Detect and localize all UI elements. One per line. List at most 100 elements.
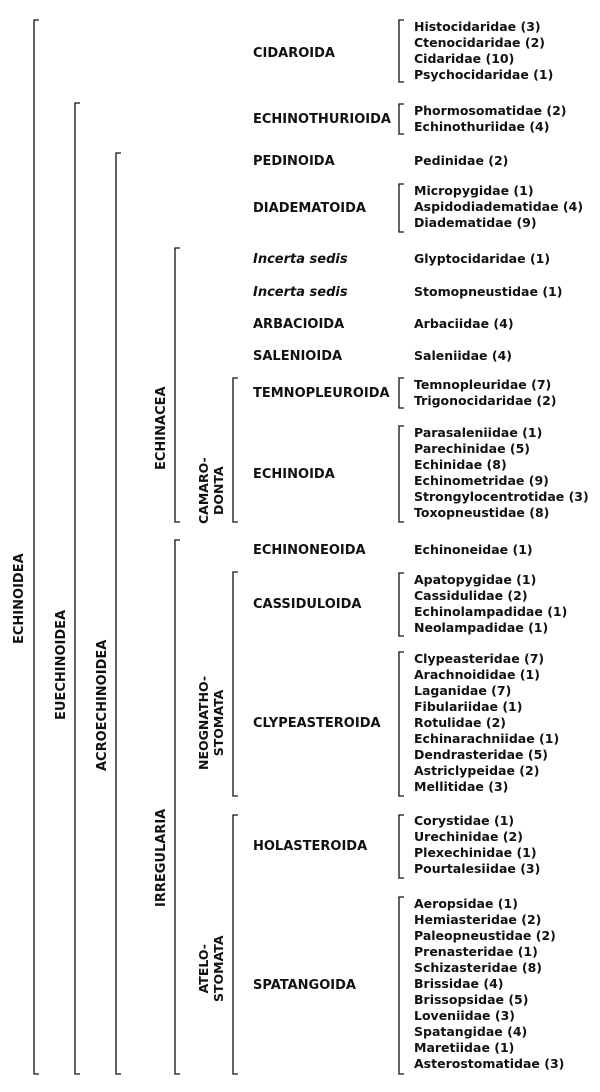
family-item: Toxopneustidae (8)	[414, 505, 550, 520]
family-item: Stomopneustidae (1)	[414, 284, 563, 299]
bracket	[115, 152, 121, 1075]
family-item: Rotulidae (2)	[414, 715, 506, 730]
family-item: Psychocidaridae (1)	[414, 67, 554, 82]
rank-neognathostomata-line1: NEOGNATHO-	[196, 675, 211, 770]
bracket	[174, 539, 180, 1075]
family-list: Aeropsidae (1)Hemiasteridae (2)Paleopneu…	[414, 896, 564, 1072]
order-name: SALENIOIDA	[253, 349, 343, 364]
family-item: Strongylocentrotidae (3)	[414, 489, 589, 504]
bracket	[74, 102, 80, 1075]
family-item: Urechinidae (2)	[414, 829, 523, 844]
family-item: Parasaleniidae (1)	[414, 425, 543, 440]
bracket	[398, 896, 404, 1075]
bracket	[398, 183, 404, 233]
family-item: Echinoneidae (1)	[414, 542, 533, 557]
order-name: PEDINOIDA	[253, 154, 335, 169]
family-item: Apatopygidae (1)	[414, 572, 537, 587]
family-item: Hemiasteridae (2)	[414, 912, 542, 927]
order-name: CLYPEASTEROIDA	[253, 716, 381, 731]
bracket	[398, 19, 404, 83]
rank-echinoidea: ECHINOIDEA	[12, 552, 27, 644]
rank-irregularia: IRREGULARIA	[154, 808, 169, 907]
family-list: Pedinidae (2)	[414, 153, 508, 169]
family-list: Clypeasteridae (7)Arachnoididae (1)Lagan…	[414, 651, 559, 795]
family-item: Diadematidae (9)	[414, 215, 537, 230]
order-name: ECHINONEOIDA	[253, 543, 366, 558]
family-item: Cidaridae (10)	[414, 51, 515, 66]
family-item: Paleopneustidae (2)	[414, 928, 556, 943]
family-list: Arbaciidae (4)	[414, 316, 514, 332]
family-item: Corystidae (1)	[414, 813, 515, 828]
family-list: Echinoneidae (1)	[414, 542, 533, 558]
rank-euechinoidea: EUECHINOIDEA	[54, 609, 69, 720]
family-item: Clypeasteridae (7)	[414, 651, 545, 666]
order-name: CIDAROIDA	[253, 46, 335, 61]
family-item: Dendrasteridae (5)	[414, 747, 548, 762]
family-item: Echinometridae (9)	[414, 473, 549, 488]
family-list: Histocidaridae (3)Ctenocidaridae (2)Cida…	[414, 19, 553, 83]
rank-camarodonta-line1: CAMARO-	[196, 456, 211, 524]
order-name: ARBACIOIDA	[253, 317, 345, 332]
family-item: Cassidulidae (2)	[414, 588, 528, 603]
family-item: Parechinidae (5)	[414, 441, 531, 456]
bracket	[398, 425, 404, 523]
rank-atelostomata-line2: STOMATA	[211, 934, 226, 1002]
family-item: Brissidae (4)	[414, 976, 504, 991]
bracket	[232, 377, 238, 523]
family-list: Glyptocidaridae (1)	[414, 251, 550, 267]
order-name: Incerta sedis	[253, 252, 348, 267]
family-item: Spatangidae (4)	[414, 1024, 528, 1039]
family-item: Brissopsidae (5)	[414, 992, 529, 1007]
family-item: Prenasteridae (1)	[414, 944, 538, 959]
rank-echinacea: ECHINACEA	[154, 386, 169, 470]
family-item: Schizasteridae (8)	[414, 960, 542, 975]
family-item: Echinarachniidae (1)	[414, 731, 560, 746]
order-name: SPATANGOIDA	[253, 978, 356, 993]
bracket	[232, 571, 238, 797]
family-item: Pourtalesiidae (3)	[414, 861, 541, 876]
family-item: Saleniidae (4)	[414, 348, 513, 363]
family-item: Maretiidae (1)	[414, 1040, 515, 1055]
order-name: HOLASTEROIDA	[253, 839, 368, 854]
order-name: DIADEMATOIDA	[253, 201, 366, 216]
bracket	[398, 377, 404, 409]
family-item: Neolampadidae (1)	[414, 620, 549, 635]
order-name: TEMNOPLEUROIDA	[253, 386, 390, 401]
family-item: Astriclypeidae (2)	[414, 763, 540, 778]
bracket	[174, 247, 180, 523]
family-item: Micropygidae (1)	[414, 183, 534, 198]
family-list: Phormosomatidae (2)Echinothuriidae (4)	[414, 103, 567, 135]
rank-atelostomata: ATELO- STOMATA	[196, 935, 226, 1002]
family-item: Histocidaridae (3)	[414, 19, 541, 34]
family-item: Temnopleuridae (7)	[414, 377, 552, 392]
family-item: Mellitidae (3)	[414, 779, 509, 794]
order-name: ECHINOTHURIOIDA	[253, 112, 391, 127]
family-list: Saleniidae (4)	[414, 348, 512, 364]
family-item: Echinothuriidae (4)	[414, 119, 550, 134]
family-item: Trigonocidaridae (2)	[414, 393, 557, 408]
family-list: Apatopygidae (1)Cassidulidae (2)Echinola…	[414, 572, 567, 636]
rank-acroechinoidea: ACROECHINOIDEA	[95, 639, 110, 771]
family-item: Arbaciidae (4)	[414, 316, 514, 331]
bracket	[33, 19, 39, 1075]
rank-neognathostomata-line2: STOMATA	[211, 689, 226, 757]
bracket	[398, 814, 404, 879]
order-name: ECHINOIDA	[253, 467, 335, 482]
family-list: Parasaleniidae (1)Parechinidae (5)Echini…	[414, 425, 589, 521]
family-item: Echinolampadidae (1)	[414, 604, 568, 619]
rank-camarodonta-line2: DONTA	[211, 465, 226, 515]
rank-neognathostomata: NEOGNATHO- STOMATA	[196, 676, 226, 770]
bracket	[232, 814, 238, 1075]
bracket	[398, 572, 404, 637]
bracket	[398, 651, 404, 797]
family-item: Arachnoididae (1)	[414, 667, 540, 682]
rank-camarodonta: CAMARO- DONTA	[196, 457, 226, 524]
family-item: Glyptocidaridae (1)	[414, 251, 551, 266]
family-item: Pedinidae (2)	[414, 153, 509, 168]
family-item: Loveniidae (3)	[414, 1008, 515, 1023]
family-list: Corystidae (1)Urechinidae (2)Plexechinid…	[414, 813, 540, 877]
bracket	[398, 103, 404, 135]
family-item: Laganidae (7)	[414, 683, 512, 698]
